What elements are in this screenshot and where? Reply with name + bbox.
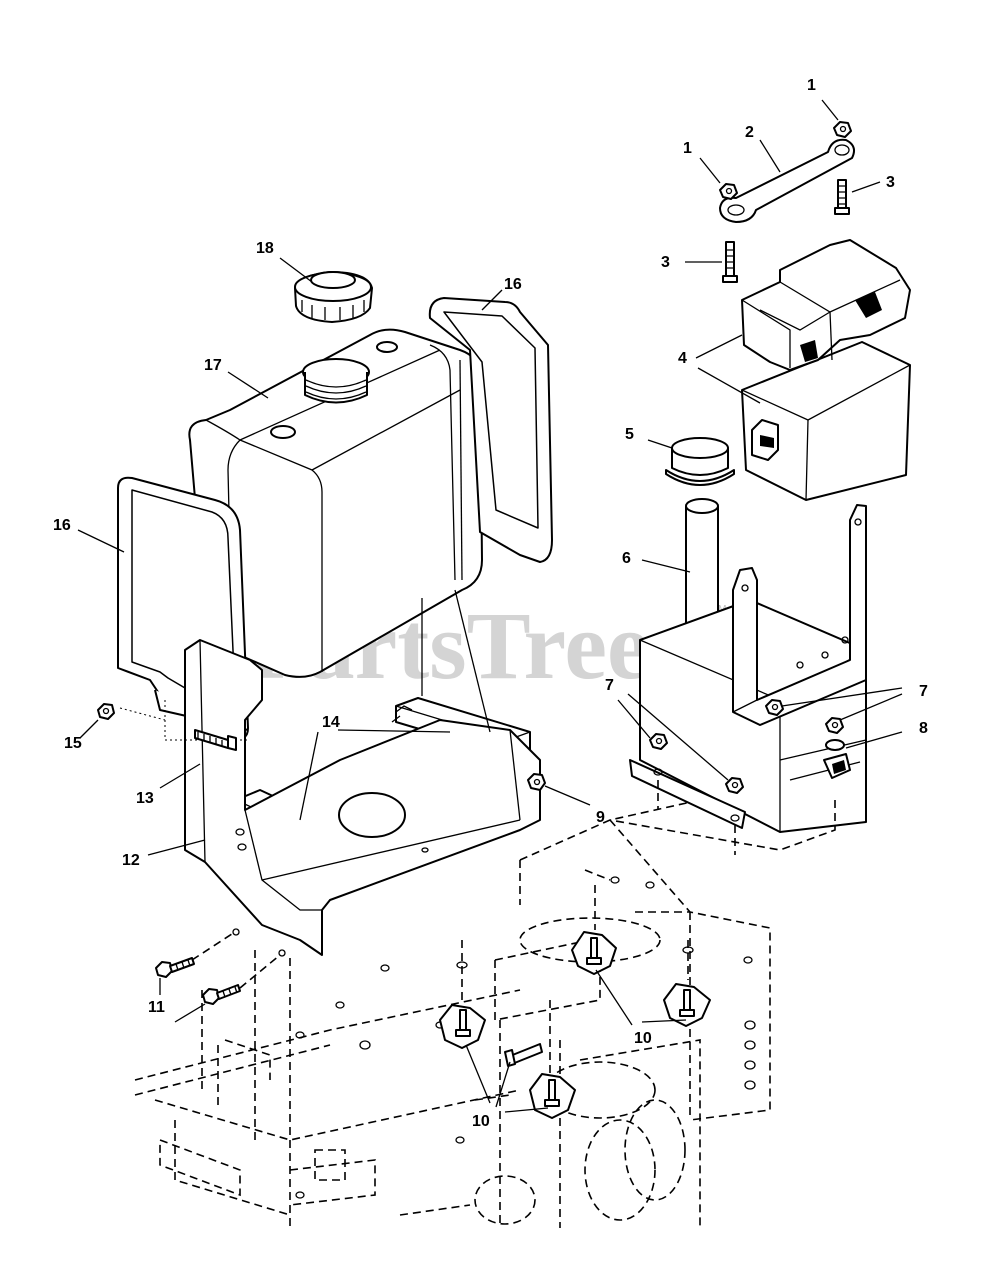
- part-7-nut-d[interactable]: [825, 717, 844, 734]
- part-3-bolt-left[interactable]: [722, 241, 738, 283]
- part-7-nut-a[interactable]: [649, 733, 668, 750]
- callout-10-left: 10: [472, 1113, 490, 1130]
- part-7-nut-c[interactable]: [765, 699, 784, 716]
- part-11-screw-upper[interactable]: [155, 957, 195, 978]
- part-10-bolt-2[interactable]: [571, 931, 617, 975]
- part-8-terminal-washer[interactable]: [823, 739, 851, 779]
- callout-16-left: 16: [53, 517, 71, 534]
- part-7-nut-b[interactable]: [725, 777, 744, 794]
- callout-16-right: 16: [504, 276, 522, 293]
- callout-15: 15: [64, 735, 82, 752]
- callout-3-left: 3: [661, 254, 670, 271]
- callout-7-left: 7: [605, 677, 614, 694]
- callout-2: 2: [745, 124, 754, 141]
- callout-13: 13: [136, 790, 154, 807]
- callout-17: 17: [204, 357, 222, 374]
- part-3-bolt-right[interactable]: [834, 179, 850, 215]
- callout-9: 9: [596, 809, 605, 826]
- callout-3-right: 3: [886, 174, 895, 191]
- part-16-tank-strap-right[interactable]: [428, 297, 553, 563]
- leader-lines: [77, 99, 903, 1113]
- callout-12: 12: [122, 852, 140, 869]
- part-15-nut[interactable]: [97, 703, 115, 720]
- part-1-nut-left[interactable]: [719, 183, 738, 200]
- callout-11: 11: [148, 999, 165, 1016]
- callout-7-right: 7: [919, 683, 928, 700]
- part-1-nut-right[interactable]: [833, 121, 852, 138]
- callout-labels: 1 1 2 3 3 4 5 6 7 7 8 9 10 10 11 12 13 1…: [53, 77, 928, 1130]
- callout-6: 6: [622, 550, 631, 567]
- part-4-battery-case[interactable]: [741, 341, 911, 501]
- callout-14: 14: [322, 714, 340, 731]
- part-12-tank-support[interactable]: [184, 639, 541, 957]
- callout-18: 18: [256, 240, 274, 257]
- part-10-bolt-1[interactable]: [439, 1004, 486, 1049]
- callout-5: 5: [625, 426, 634, 443]
- part-18-fuel-cap[interactable]: [294, 271, 373, 323]
- callout-4: 4: [678, 350, 687, 367]
- callout-1-left: 1: [683, 140, 692, 157]
- part-10-bolt-5[interactable]: [504, 1043, 543, 1067]
- callout-10-right: 10: [634, 1030, 652, 1047]
- callout-8: 8: [919, 720, 928, 737]
- part-5-cap[interactable]: [665, 437, 735, 486]
- callout-1-right: 1: [807, 77, 816, 94]
- part-10-bolt-4[interactable]: [529, 1073, 576, 1119]
- part-2-hold-down-bar[interactable]: [719, 138, 855, 223]
- part-11-screw-lower[interactable]: [202, 984, 241, 1005]
- part-9-nut[interactable]: [527, 773, 546, 791]
- watermark-tm: TM: [712, 604, 726, 615]
- battery-box-base[interactable]: [629, 504, 867, 833]
- part-4-battery-cover[interactable]: [741, 239, 911, 371]
- part-13-bolt[interactable]: [194, 729, 237, 751]
- part-10-bolt-3[interactable]: [663, 983, 711, 1027]
